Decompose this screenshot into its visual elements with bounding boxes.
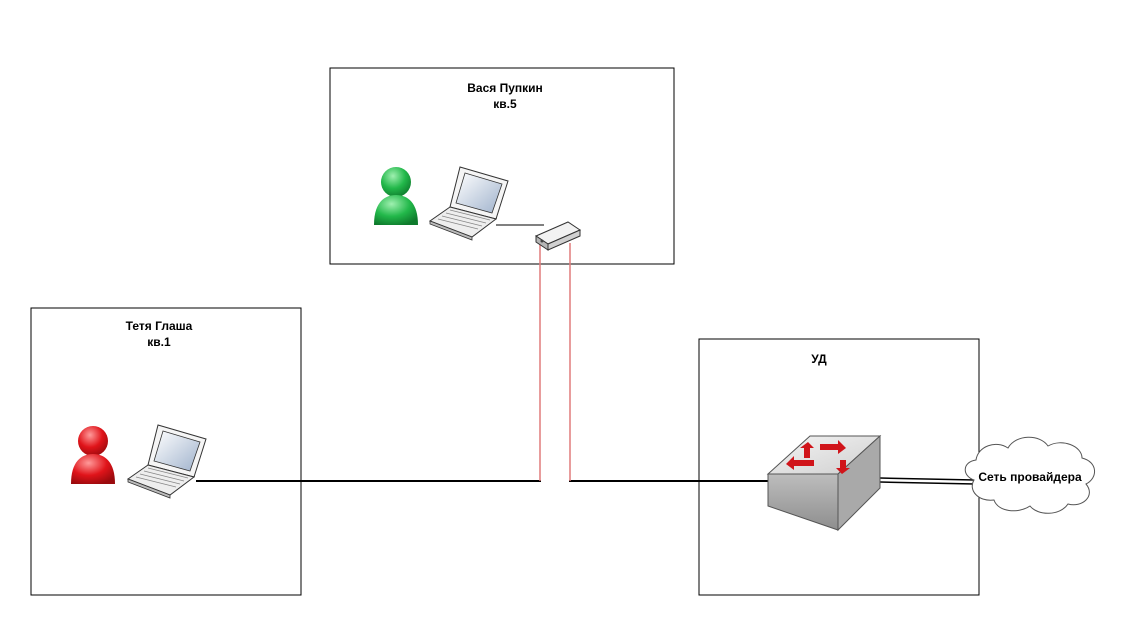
link-switch-to-cloud-b bbox=[879, 481, 976, 485]
person-icon bbox=[374, 167, 418, 225]
room-glasha-apartment: кв.1 bbox=[147, 335, 171, 349]
router-icon bbox=[534, 221, 582, 251]
laptop-icon bbox=[126, 424, 207, 499]
room-vasya-name: Вася Пупкин bbox=[467, 81, 543, 95]
room-glasha-name: Тетя Глаша bbox=[126, 319, 193, 333]
room-vasya-box bbox=[329, 67, 675, 265]
person-icon bbox=[71, 426, 115, 484]
links bbox=[196, 224, 976, 485]
link-switch-to-cloud-a bbox=[879, 477, 976, 481]
room-vasya-apartment: кв.5 bbox=[493, 97, 517, 111]
network-switch-icon bbox=[766, 434, 882, 532]
switch-arrows bbox=[786, 440, 850, 474]
room-ud-name: УД bbox=[811, 352, 827, 366]
laptop-icon bbox=[428, 166, 509, 241]
cloud-label: Сеть провайдера bbox=[978, 470, 1082, 484]
cloud-icon bbox=[964, 436, 1095, 514]
